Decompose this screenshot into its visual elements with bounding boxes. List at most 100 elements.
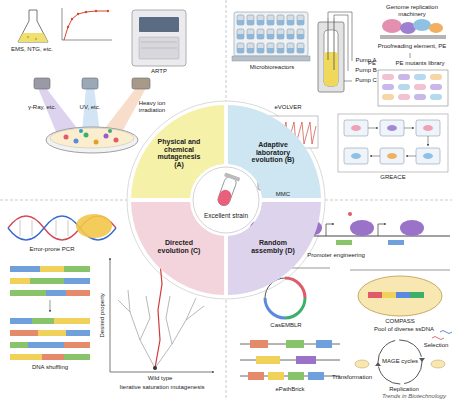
dna-shuffling-fragments [10,266,90,360]
method-title: Directed evolution (C) [152,239,206,254]
irradiation-sources [108,129,112,133]
evolver-schematic [334,18,335,70]
circle-shape [193,167,259,233]
method-label: ePathBrick [265,386,315,393]
artp-instrument [141,48,177,49]
sector-shape [228,202,321,295]
greace-cycle [428,136,429,146]
dna-shuffling-fragments [50,300,51,312]
dna-shuffling-fragments [46,290,66,296]
evolution-landscape [155,298,196,368]
dna-shuffling-fragments [10,318,32,324]
evolution-landscape [140,296,150,340]
irradiation-sources [46,127,138,153]
greace-cycle [338,114,448,172]
instrument-label: ARTP [139,68,179,75]
source-label: Heavy ion irradiation [127,100,177,113]
survival-chart [62,8,63,40]
dna-shuffling-fragments [64,266,90,272]
dna-shuffling-fragments [40,266,64,272]
dna-shuffling-fragments [10,290,46,296]
replication-machinery [382,19,402,33]
evolution-landscape [155,262,162,368]
mage-cycle [378,340,422,384]
dna-shuffling-fragments [66,330,90,336]
evolver-schematic [324,30,338,86]
dna-polymerase [56,220,57,236]
promoter-engineering [388,240,404,245]
mage-cycle [375,362,381,366]
evolution-landscape [186,306,204,320]
dna-polymerase [68,220,69,236]
replication-machinery [414,94,426,100]
irradiation-sources [104,134,109,139]
dna-polymerase [76,214,112,238]
flask-illustration [18,10,48,42]
method-label: CasEMBLR [261,322,311,329]
greace-cycle [351,125,361,131]
epathbrick-vectors [308,372,324,380]
method-title: Physical and chemical mutagenesis (A) [152,138,206,169]
greace-cycle [404,128,414,129]
evolution-landscape [153,366,157,370]
evolver-schematic [324,52,338,86]
replication-machinery [380,36,446,37]
replication-machinery [413,19,431,31]
mage-cycle [419,358,425,362]
step-label: Pool of diverse ssDNA [366,326,442,333]
method-sector: Directed evolution (C) [131,200,226,295]
replication-machinery [414,84,426,90]
node-text-group: Directed evolution (C) [152,239,206,254]
flask-illustration [18,33,48,42]
dna-shuffling-fragments [42,354,64,360]
step-label: Transformation [326,374,378,381]
replication-machinery [430,74,442,80]
compass-yeast [382,292,396,298]
step-label: Selection [420,342,452,349]
survival-chart [64,11,108,40]
device-label: eVOLVER [268,104,308,111]
compass-yeast [350,270,450,271]
greace-cycle [423,153,433,159]
casemblr-assembly [265,278,305,318]
mage-cycle [432,337,444,340]
artp-instrument [141,42,177,43]
dna-shuffling-fragments [54,318,90,324]
method-label: Iterative saturation mutagenesis [102,384,222,391]
dna-shuffling-fragments [10,330,38,336]
replication-machinery [430,94,442,100]
flask-illustration [27,36,29,38]
evolver-schematic [334,15,348,71]
compass-yeast [350,270,450,316]
dna-shuffling-fragments [38,330,66,336]
mage-cycle [355,360,369,368]
dna-shuffling-fragments [64,278,90,284]
node-text-group: Adaptive laboratory evolution (B) [246,141,300,164]
microbioreactor-array [236,14,306,56]
dna-polymerase [32,220,33,236]
epathbrick-vectors [240,340,340,380]
instrument-label: MMC [268,191,298,198]
irradiation-sources [79,129,83,133]
survival-chart [62,40,112,41]
replication-machinery [380,38,446,39]
pump-label: Pump C [352,77,380,84]
compass-yeast [396,292,410,298]
epathbrick-vectors [316,340,332,348]
artp-instrument [139,37,179,59]
replication-machinery [429,23,443,33]
irradiation-sources [94,140,99,145]
greace-cycle [406,156,416,157]
evolver-schematic [318,22,344,92]
survival-chart [95,10,97,12]
node-label: Excellent strain [196,212,256,219]
dna-shuffling-fragments [32,318,54,324]
greace-cycle [370,156,380,157]
method-label: Promoter engineering [291,252,381,259]
irradiation-sources [84,133,89,138]
point-label: Wild type [140,375,180,382]
source-label: γ-Ray, etc. [18,104,66,111]
epathbrick-vectors [286,340,304,348]
compass-yeast [368,292,382,298]
